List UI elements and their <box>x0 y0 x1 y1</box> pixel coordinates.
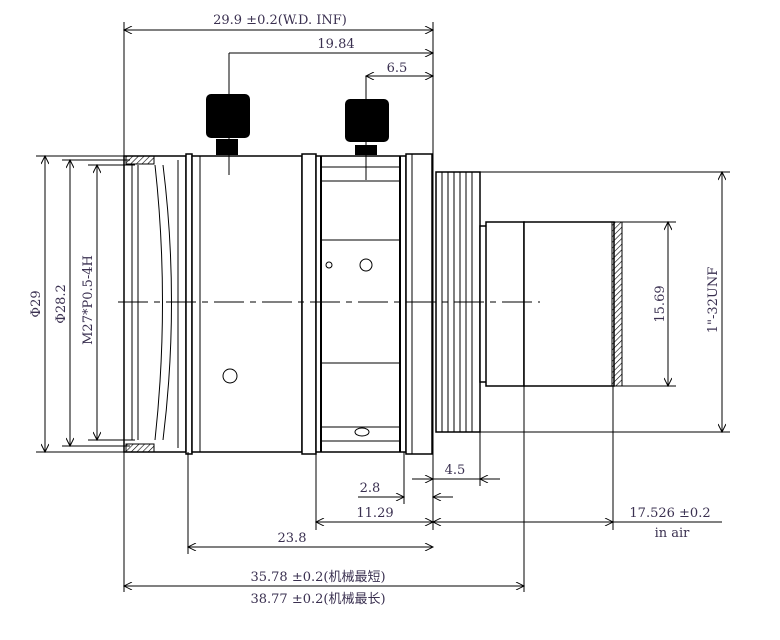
screw-knob-1 <box>206 94 250 138</box>
rear-hatch <box>611 221 623 387</box>
dimension-lines <box>45 30 722 586</box>
label-wd: 29.9 ±0.2(W.D. INF) <box>213 13 347 28</box>
front-ring <box>123 155 187 453</box>
label-length-max: 38.77 ±0.2(机械最长) <box>250 592 385 607</box>
extension-lines <box>36 22 730 592</box>
label-thread-front: M27*P0.5-4H <box>81 255 96 345</box>
label-length-min: 35.78 ±0.2(机械最短) <box>250 570 385 585</box>
label-flange: 17.526 ±0.2 <box>629 506 710 521</box>
label-phi29: Φ29 <box>29 290 44 317</box>
label-6-5: 6.5 <box>387 61 408 76</box>
screw-knob-2 <box>345 99 389 142</box>
lens-body <box>118 94 623 455</box>
label-11-29: 11.29 <box>356 506 393 521</box>
label-2-8: 2.8 <box>360 481 381 496</box>
main-barrel <box>191 155 303 453</box>
front-hatch <box>125 155 155 165</box>
label-23-8: 23.8 <box>278 531 307 546</box>
focus-ring <box>315 155 407 453</box>
label-4-5: 4.5 <box>445 463 466 478</box>
label-19-84: 19.84 <box>317 37 354 52</box>
label-15-69: 15.69 <box>653 285 668 322</box>
label-in-air: in air <box>655 526 691 541</box>
dimension-labels: 29.9 ±0.2(W.D. INF) 19.84 6.5 Φ29 Φ28.2 … <box>29 13 721 607</box>
label-thread-rear: 1"-32UNF <box>706 267 721 334</box>
rear-barrel <box>485 221 525 387</box>
label-phi28-2: Φ28.2 <box>54 284 69 324</box>
